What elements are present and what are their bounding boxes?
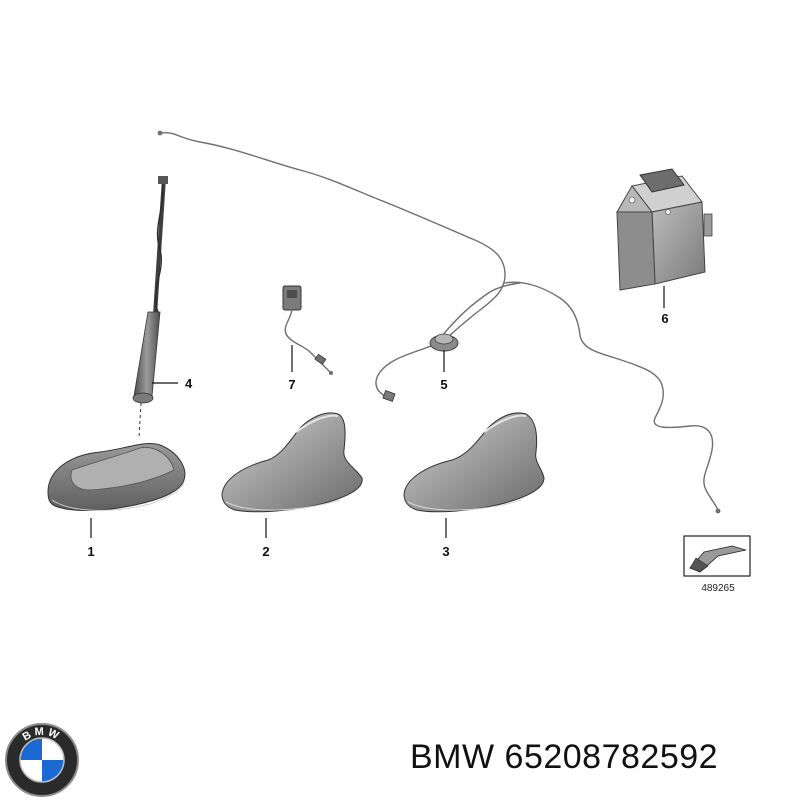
leader-lines [90, 286, 665, 538]
cable-grommet-part [375, 282, 521, 402]
callout-1: 1 [87, 544, 94, 559]
shark-fin-part-3 [403, 412, 545, 513]
reference-number: 489265 [701, 583, 735, 594]
callout-3: 3 [442, 544, 449, 559]
logo-lettering: BMW [21, 726, 61, 744]
callout-7: 7 [288, 377, 295, 392]
antenna-base-part [47, 443, 186, 511]
brand-name: BMW [410, 738, 495, 776]
reference-symbol [683, 535, 751, 577]
callout-2: 2 [262, 544, 269, 559]
callout-6: 6 [661, 311, 668, 326]
control-unit-part [616, 168, 713, 291]
antenna-cable [157, 130, 721, 514]
callout-5: 5 [440, 377, 447, 392]
svg-text:BMW: BMW [21, 726, 64, 744]
shark-fin-part-2 [221, 412, 363, 513]
part-number: 65208782592 [504, 738, 719, 776]
callout-4: 4 [185, 376, 193, 391]
bmw-logo-icon: BMW [5, 723, 79, 797]
brand-part-number: BMW 65208782592 [410, 738, 718, 777]
rod-antenna-part [132, 176, 168, 439]
connector-lead-part [282, 285, 333, 375]
